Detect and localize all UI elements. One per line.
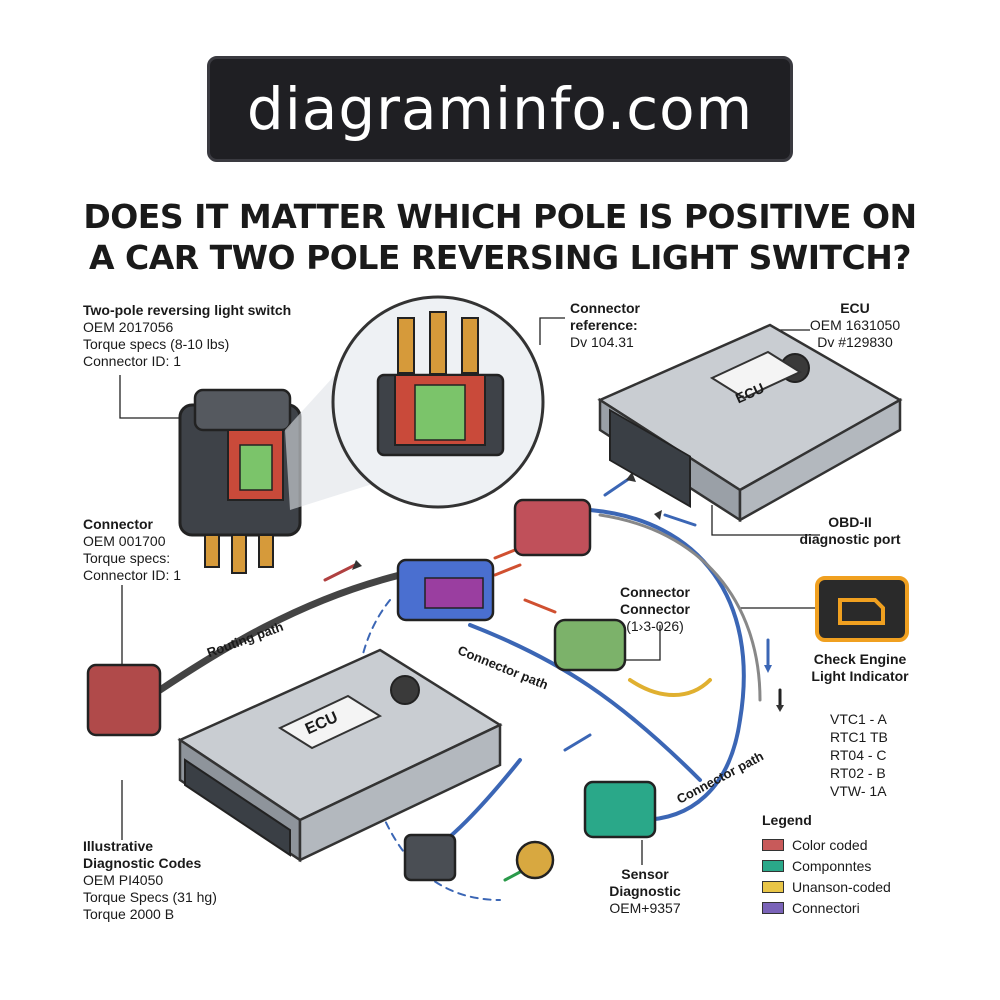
label-obd: OBD-II diagnostic port [790, 514, 910, 548]
arrow-left-blue [563, 733, 592, 752]
legend-item: Color coded [762, 834, 891, 855]
connector-green [553, 618, 627, 672]
legend-swatch [762, 859, 784, 872]
leader-switch [119, 375, 182, 419]
leader-connector-mid [620, 625, 661, 661]
arrow-ecu [603, 476, 632, 497]
label-connector-left-torque: Torque specs: [83, 550, 171, 566]
wire-blue-loop [588, 508, 746, 822]
title-line-2: A CAR TWO POLE REVERSING LIGHT SWITCH? [88, 238, 912, 277]
arrow-right-red [493, 563, 522, 577]
label-connector-left-oem: OEM 001700 [83, 533, 166, 549]
page-title: DOES IT MATTER WHICH POLE IS POSITIVE ON… [40, 196, 960, 278]
legend-title: Legend [762, 812, 812, 828]
code-item: RT02 - B [830, 765, 886, 781]
label-sensor: Sensor Diagnostic OEM+9357 [600, 866, 690, 917]
connector-teal [583, 780, 657, 839]
label-connector-ref: Connector reference: Dv 104.31 [570, 300, 640, 351]
code-item: RTC1 TB [830, 729, 888, 745]
label-connector-mid-l2: Connector [620, 601, 690, 617]
label-switch: Two-pole reversing light switch OEM 2017… [83, 302, 291, 370]
wire-connector-a [468, 623, 702, 782]
legend-swatch [762, 838, 784, 851]
label-switch-title: Two-pole reversing light switch [83, 302, 292, 318]
legend: Legend Color coded Componntes Unanson-co… [762, 812, 891, 918]
magnifier-zoom [285, 295, 545, 510]
wire-yellow [628, 678, 712, 697]
leader-connector-ref [539, 317, 565, 345]
ecu-top [597, 323, 903, 523]
legend-item: Componntes [762, 855, 891, 876]
connector-red-top [513, 498, 592, 557]
label-ecu-top-oem: OEM 1631050 [809, 317, 901, 333]
legend-swatch [762, 901, 784, 914]
label-ecu-top: ECU OEM 1631050 Dv #129830 [805, 300, 905, 351]
diagnostic-code-list: VTC1 - A RTC1 TB RT04 - C RT02 - B VTW- … [830, 710, 888, 800]
check-engine-icon [815, 576, 909, 642]
label-switch-torque: Torque specs (8-10 lbs) [83, 336, 230, 352]
connector-blue [396, 558, 495, 622]
label-check-engine: Check Engine Light Indicator [800, 651, 920, 685]
arrow-obd [663, 513, 697, 527]
label-ecu-top-title: ECU [840, 300, 870, 316]
label-connector-ref-l3: Dv 104.31 [570, 334, 634, 350]
arrowhead-4 [764, 665, 772, 673]
arrowhead-1 [352, 560, 362, 570]
legend-label: Unanson-coded [792, 878, 891, 895]
label-switch-connector: Connector ID: 1 [83, 353, 182, 369]
label-sensor-l1: Sensor [621, 866, 669, 882]
label-check-engine-l1: Check Engine [813, 651, 907, 667]
wire-routing [156, 571, 404, 694]
label-ecu-top-dv: Dv #129830 [817, 334, 893, 350]
arrow-routing [323, 563, 357, 582]
label-diag-codes: Illustrative Diagnostic Codes OEM PI4050… [83, 838, 217, 923]
code-item: VTC1 - A [830, 711, 887, 727]
label-connector-mid-l1: Connector [620, 584, 690, 600]
label-connector-mid: Connector Connector (1›3-026) [610, 584, 700, 635]
legend-label: Connectori [792, 899, 860, 916]
arrowhead-2 [626, 472, 636, 482]
label-sensor-oem: OEM+9357 [609, 900, 681, 916]
label-connector-left: Connector OEM 001700 Torque specs: Conne… [83, 516, 181, 584]
label-connector-mid-l3: (1›3-026) [626, 618, 684, 634]
label-connector-ref-l2: reference: [570, 317, 638, 333]
label-sensor-l2: Diagnostic [609, 883, 681, 899]
arrowhead-3 [654, 510, 662, 520]
label-switch-oem: OEM 2017056 [83, 319, 174, 335]
code-item: VTW- 1A [830, 783, 887, 799]
label-diag-codes-title1: Illustrative [83, 838, 154, 854]
sensor-body [403, 833, 555, 882]
label-obd-l2: diagnostic port [799, 531, 901, 547]
arrowhead-5 [776, 705, 784, 712]
leader-obd [711, 505, 820, 536]
connector-red-left [86, 663, 162, 737]
site-name: diagraminfo.com [246, 75, 754, 143]
arrow-green-connector [523, 598, 557, 614]
legend-swatch [762, 880, 784, 893]
ecu-bottom [177, 648, 503, 863]
label-connector-ref-l1: Connector [570, 300, 640, 316]
label-check-engine-l2: Light Indicator [811, 668, 909, 684]
code-item: RT04 - C [830, 747, 887, 763]
wire-grey [598, 513, 762, 702]
legend-label: Componntes [792, 857, 872, 874]
label-connector-left-id: Connector ID: 1 [83, 567, 182, 583]
reversing-switch [178, 388, 302, 574]
label-connector-left-title: Connector [83, 516, 153, 532]
arrow-sensor [503, 870, 522, 882]
title-line-1: DOES IT MATTER WHICH POLE IS POSITIVE ON [83, 197, 917, 236]
site-banner: diagraminfo.com [207, 56, 793, 162]
legend-item: Connectori [762, 897, 891, 918]
label-diag-codes-oem: OEM PI4050 [83, 872, 164, 888]
label-diag-codes-torque2: Torque 2000 B [83, 906, 175, 922]
label-obd-l1: OBD-II [828, 514, 872, 530]
label-diag-codes-torque: Torque Specs (31 hg) [83, 889, 217, 905]
legend-label: Color coded [792, 836, 868, 853]
label-diag-codes-title2: Diagnostic Codes [83, 855, 202, 871]
legend-item: Unanson-coded [762, 876, 891, 897]
